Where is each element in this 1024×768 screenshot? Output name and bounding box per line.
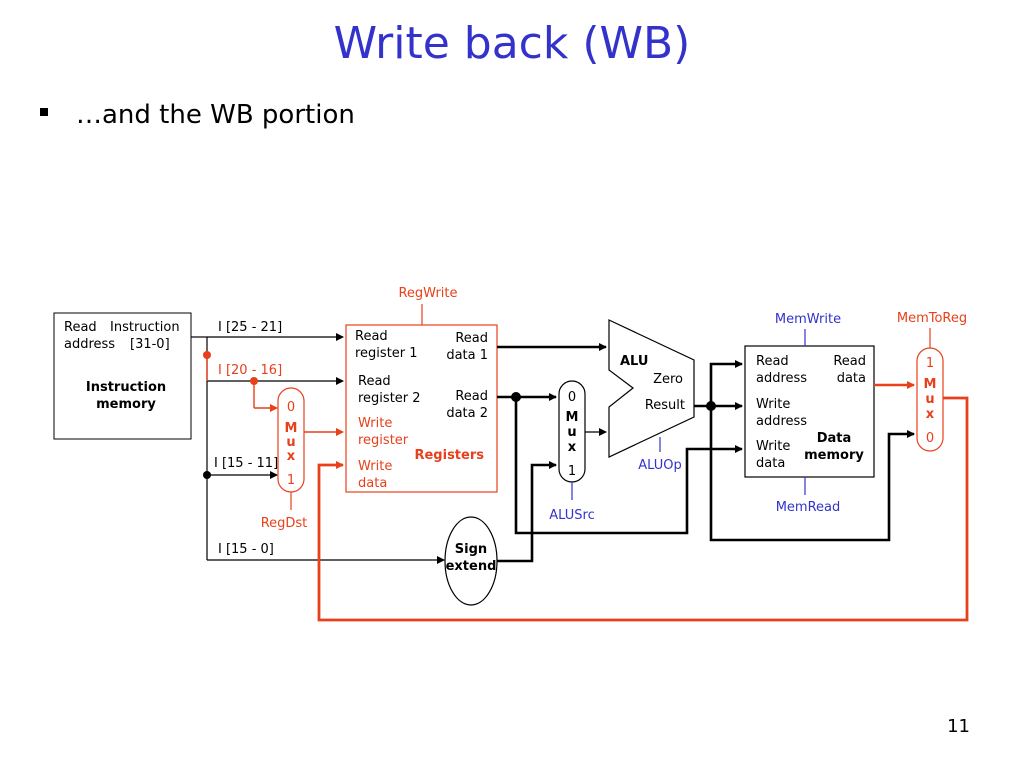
slide-title: Write back (WB) (333, 18, 691, 69)
memtoreg-mux: MemToReg 1 M u x 0 (897, 311, 967, 452)
dm-write-address-line1: Write (756, 397, 790, 412)
alu-result-label: Result (645, 398, 685, 413)
alusrc-x: x (568, 440, 577, 455)
bullet-marker (40, 108, 48, 116)
rf-read-reg1-line1: Read (355, 329, 388, 344)
register-file: RegWrite Read register 1 Read register 2… (345, 286, 498, 493)
regdst-control-label: RegDst (261, 516, 308, 531)
regdst-in0: 0 (287, 400, 295, 415)
memtoreg-m: M (924, 377, 937, 392)
rf-write-reg-line2: register (358, 433, 409, 448)
memtoreg-u: u (925, 392, 934, 407)
regdst-m: M (285, 421, 298, 436)
regdst-u: u (286, 435, 295, 450)
memwrite-control-label: MemWrite (775, 312, 841, 327)
sign-extend-line1: Sign (455, 542, 487, 557)
rf-read-data2-line1: Read (455, 389, 488, 404)
alusrc-mux: 0 M u x 1 ALUSrc (549, 380, 607, 523)
wire-write-back (317, 396, 969, 622)
dm-name-line2: memory (804, 448, 864, 463)
regdst-in1: 1 (287, 473, 295, 488)
dm-read-data-line1: Read (833, 354, 866, 369)
rf-read-reg2-line1: Read (358, 374, 391, 389)
dm-name-line1: Data (817, 431, 852, 446)
alu-name: ALU (620, 354, 648, 369)
im-instruction-label: Instruction (110, 320, 180, 335)
wire-read-data2 (497, 392, 743, 535)
regdst-x: x (287, 449, 296, 464)
memtoreg-in0: 0 (926, 431, 934, 446)
rf-read-data1-line2: data 1 (446, 348, 488, 363)
dm-read-data-line2: data (837, 371, 866, 386)
rf-write-data-line1: Write (358, 459, 392, 474)
im-read-label: Read (64, 320, 97, 335)
rf-read-data1-line1: Read (455, 331, 488, 346)
rf-read-reg2-line2: register 2 (358, 391, 421, 406)
dm-write-data-line2: data (756, 456, 785, 471)
memtoreg-control-label: MemToReg (897, 311, 967, 326)
dm-read-address-line1: Read (756, 354, 789, 369)
field-imm-label: I [15 - 0] (218, 542, 274, 557)
wire-alu-result (694, 360, 915, 542)
im-name-line2: memory (96, 397, 156, 412)
im-name-line1: Instruction (86, 380, 166, 395)
page-number: 11 (947, 716, 970, 737)
alu: ALU Zero Result ALUOp (608, 319, 695, 473)
alusrc-control-label: ALUSrc (549, 508, 594, 523)
rf-read-reg1-line2: register 1 (355, 346, 418, 361)
field-rs-label: I [25 - 21] (218, 320, 282, 335)
dm-write-data-line1: Write (756, 439, 790, 454)
field-rt-label: I [20 - 16] (218, 363, 282, 378)
rf-read-data2-line2: data 2 (446, 406, 488, 421)
rf-write-reg-line1: Write (358, 416, 392, 431)
alu-zero-label: Zero (653, 372, 683, 387)
memread-control-label: MemRead (776, 500, 841, 515)
memtoreg-in1: 1 (926, 356, 934, 371)
memtoreg-x: x (926, 407, 935, 422)
alusrc-in0: 0 (568, 390, 576, 405)
alusrc-m: M (566, 410, 579, 425)
im-address-label: address (64, 337, 115, 352)
sign-extend-line2: extend (446, 559, 497, 574)
dm-read-address-line2: address (756, 371, 807, 386)
rf-write-data-line2: data (358, 476, 387, 491)
data-memory: MemWrite MemRead Read address Write addr… (744, 312, 915, 515)
instruction-bus: I [25 - 21] I [20 - 16] I [15 - 11] I [1… (191, 320, 445, 564)
alusrc-in1: 1 (568, 464, 576, 479)
bullet-text: …and the WB portion (76, 100, 355, 130)
im-bits-label: [31-0] (130, 337, 170, 352)
dm-write-address-line2: address (756, 414, 807, 429)
field-rd-label: I [15 - 11] (214, 456, 278, 471)
alusrc-u: u (567, 425, 576, 440)
rf-name: Registers (414, 448, 484, 463)
instruction-memory: Read address Instruction [31-0] Instruct… (53, 312, 192, 440)
regdst-mux: 0 M u x 1 RegDst (261, 387, 344, 531)
regwrite-control-label: RegWrite (398, 286, 457, 301)
aluop-control-label: ALUOp (638, 458, 682, 473)
sign-extend: Sign extend (444, 461, 557, 606)
